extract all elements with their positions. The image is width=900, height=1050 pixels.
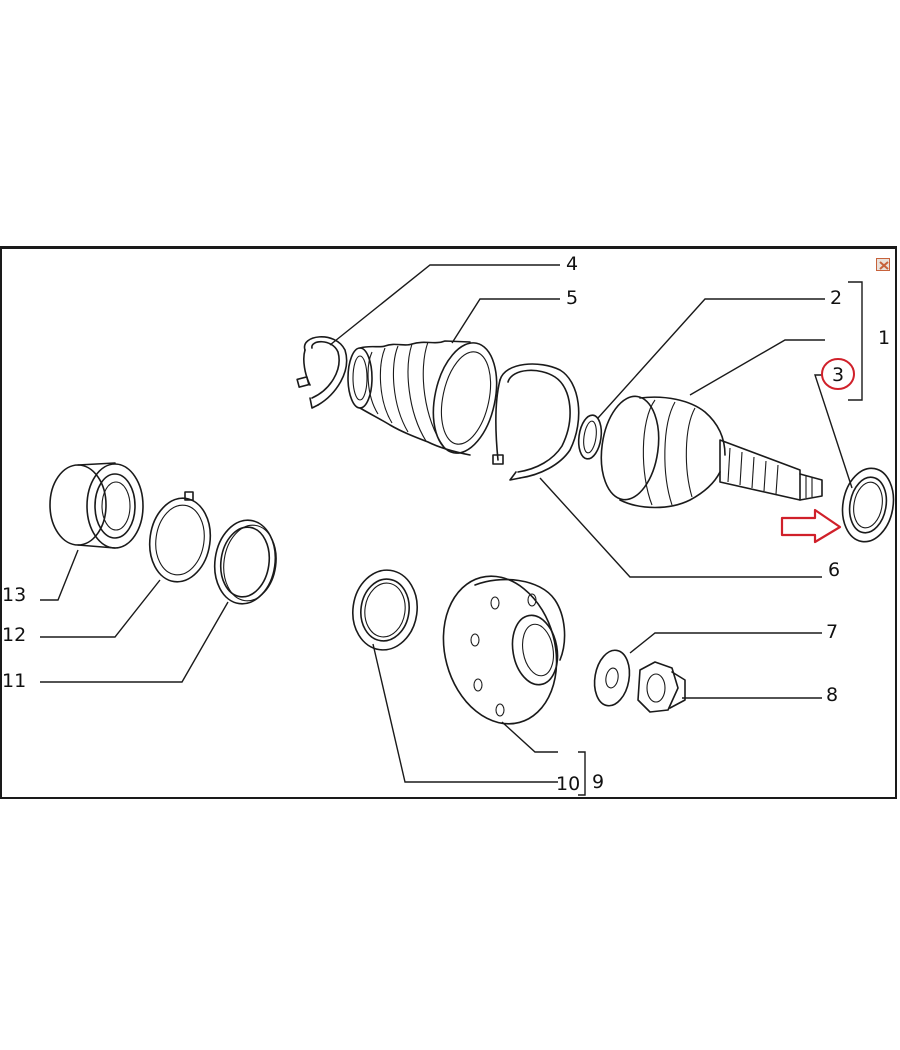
part-12-snap-ring [148, 491, 212, 583]
callout-10: 10 [556, 773, 580, 795]
highlight-circle-marker [821, 358, 855, 390]
leader-lines [40, 264, 863, 796]
callout-13: 13 [2, 584, 26, 606]
part-2-circlip [577, 414, 603, 460]
close-button[interactable] [876, 258, 890, 271]
part-4-clamp [296, 336, 348, 409]
diagram-window [0, 246, 897, 799]
part-7-washer [593, 649, 631, 707]
part-13-bearing [49, 462, 144, 549]
callout-2: 2 [830, 287, 842, 309]
part-8-nut [637, 661, 686, 713]
callout-5: 5 [566, 287, 578, 309]
part-6-clamp [492, 363, 580, 481]
callout-4: 4 [566, 253, 578, 275]
part-10-seal [352, 569, 418, 651]
part-5-boot [347, 340, 498, 456]
callout-9: 9 [592, 771, 604, 793]
callout-3: 3 [832, 364, 844, 386]
part-9-hub [442, 575, 566, 725]
close-icon [879, 261, 889, 270]
callout-12: 12 [2, 624, 26, 646]
callout-labels: 4 5 2 1 3 6 7 8 9 10 11 12 13 [2, 253, 890, 795]
callout-6: 6 [828, 559, 840, 581]
callout-1: 1 [878, 327, 890, 349]
part-11-ring [213, 519, 277, 605]
part-1-cv-joint [600, 395, 823, 509]
part-3-seal [841, 467, 895, 543]
callout-8: 8 [826, 684, 838, 706]
callout-11: 11 [2, 670, 26, 692]
callout-7: 7 [826, 621, 838, 643]
highlight-arrow-icon [780, 508, 842, 544]
